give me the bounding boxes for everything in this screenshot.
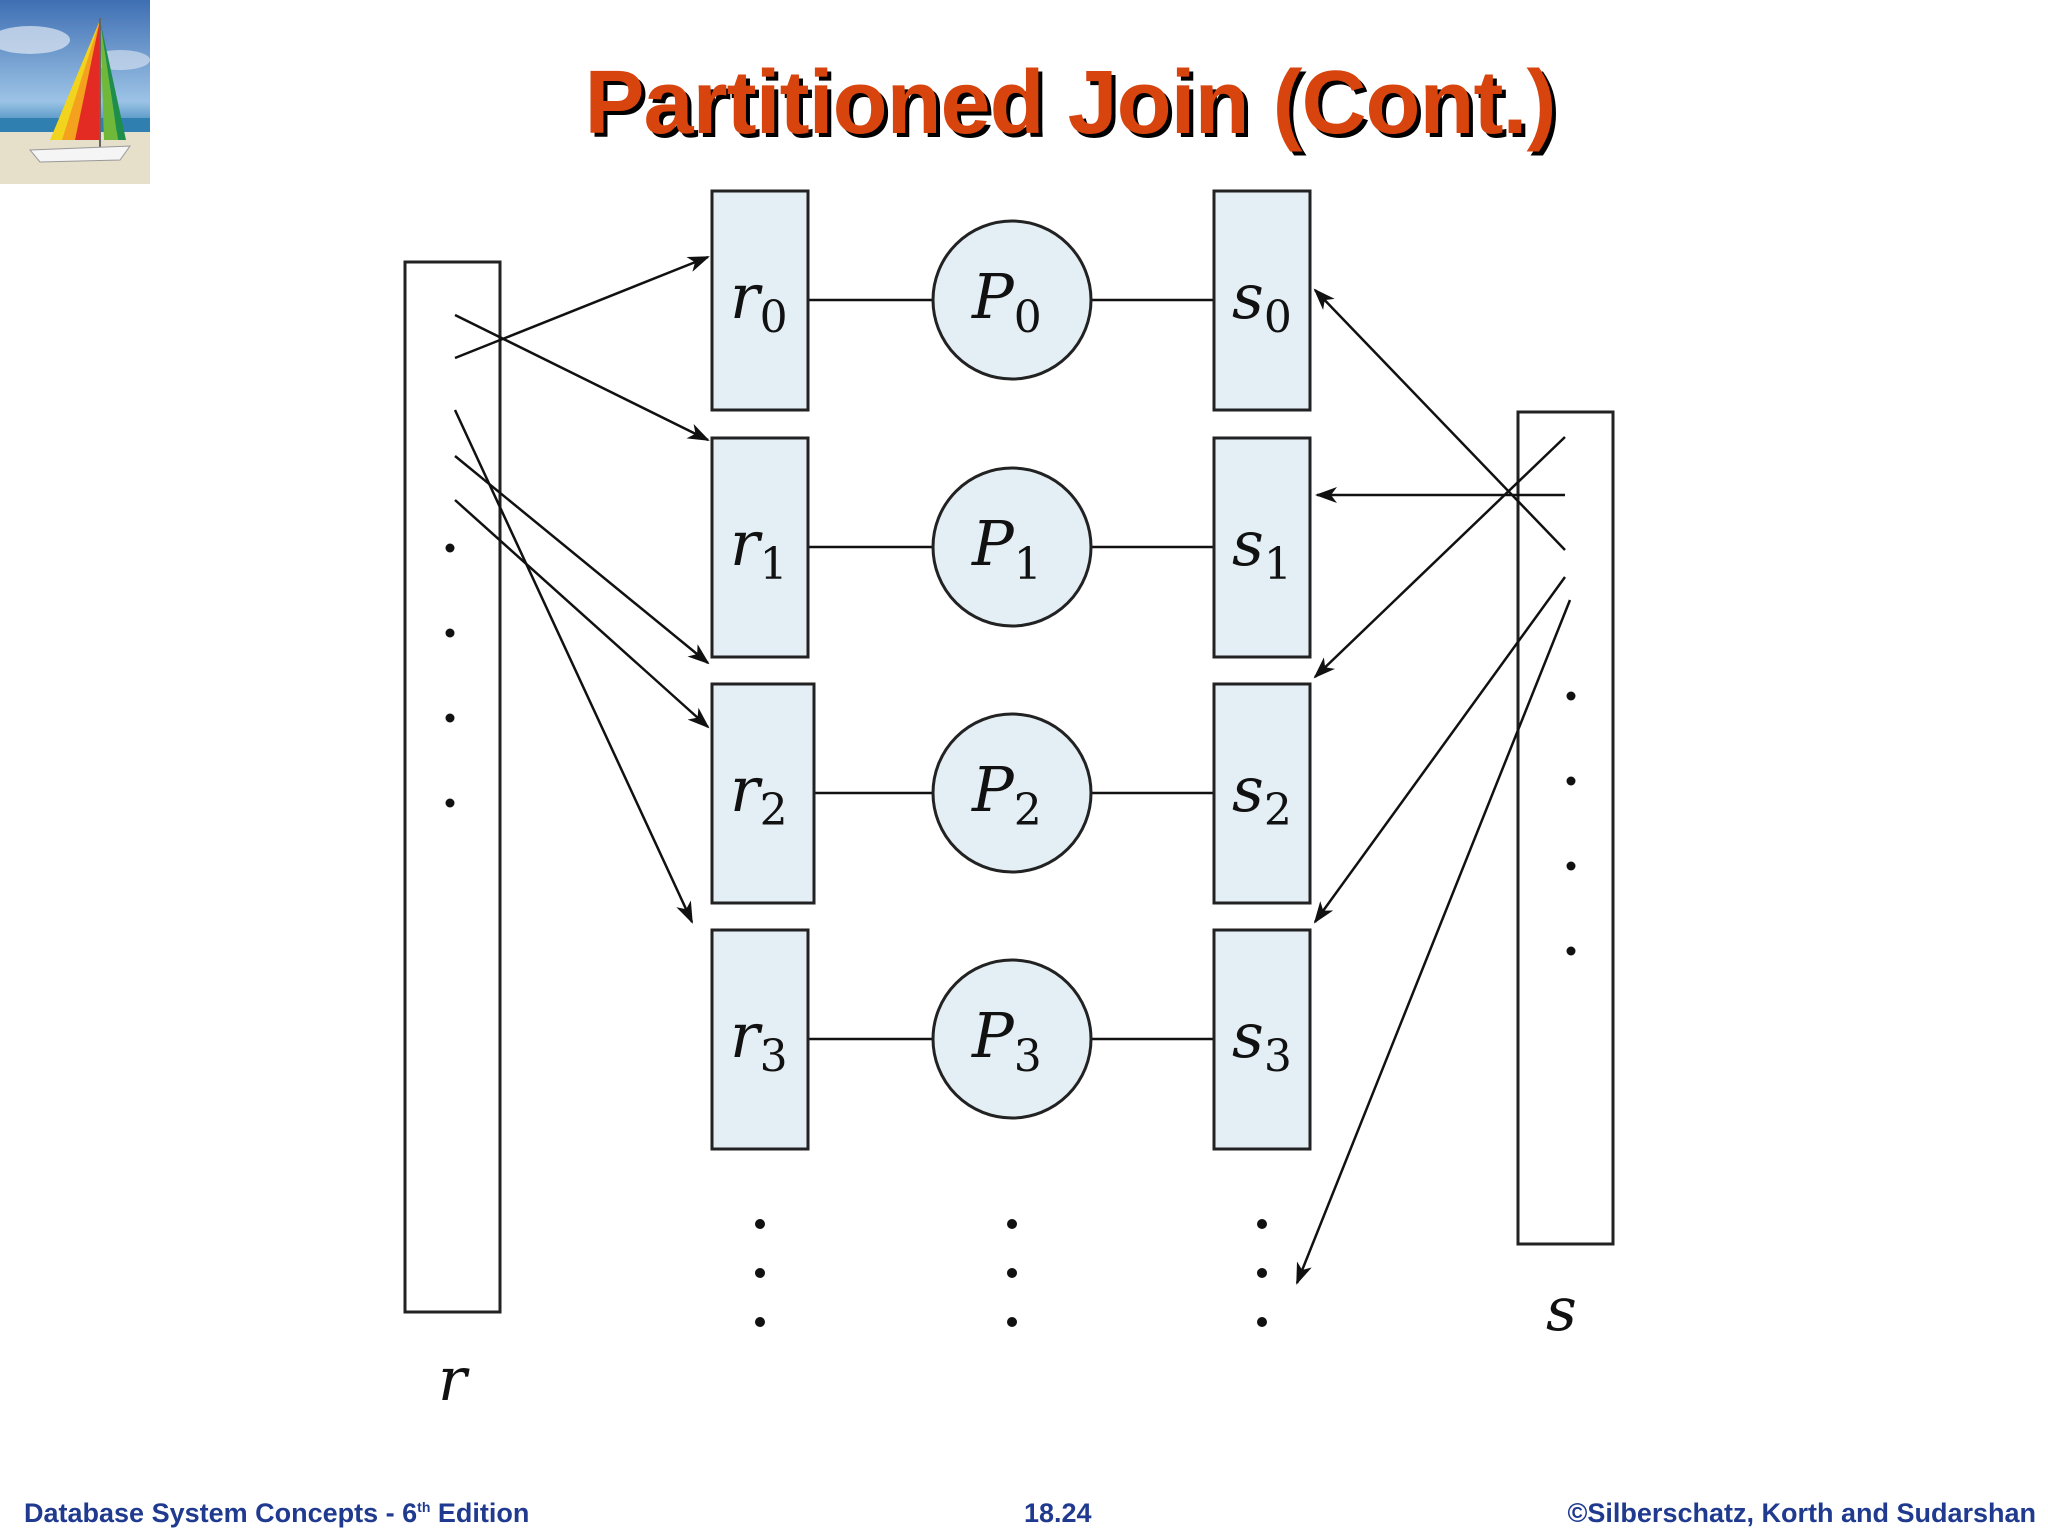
partition-r2-label: r2 [730, 753, 788, 836]
s-partition-arrows [1295, 288, 1572, 1285]
partition-r1-label: r1 [730, 507, 788, 590]
relation-r-box [403, 260, 502, 1314]
partition-s0-label: s0 [1232, 260, 1292, 343]
partition-r2-box [710, 682, 816, 905]
partition-r1-box [710, 436, 810, 659]
relation-r-label: r [438, 1345, 470, 1415]
processor-p1-label: P1 [971, 507, 1042, 590]
relation-s-label: s [1546, 1275, 1577, 1345]
partition-s3-box [1212, 928, 1312, 1151]
relation-s-dots [1566, 691, 1576, 956]
partition-r0-label: r0 [730, 260, 788, 343]
partition-s3-label: s3 [1232, 999, 1292, 1082]
footer-page-number: 18.24 [1024, 1498, 1092, 1528]
processor-p3-circle [931, 958, 1093, 1120]
partition-s1-label: s1 [1232, 507, 1292, 590]
relation-r-dots [445, 543, 455, 808]
partition-s0-box [1212, 189, 1312, 412]
partition-r3-box [710, 928, 810, 1151]
footer-copyright: ©Silberschatz, Korth and Sudarshan [1567, 1498, 2036, 1528]
continuation-dots [755, 1219, 1267, 1327]
processor-p1-circle [931, 466, 1093, 628]
partition-r0-box [710, 189, 810, 412]
partition-s1-box [1212, 436, 1312, 659]
processor-p0-label: P0 [971, 260, 1042, 343]
partition-s2-label: s2 [1232, 753, 1292, 836]
relation-s-box [1516, 410, 1615, 1246]
slide-title: Partitioned Join (Cont.) [584, 53, 1557, 153]
r-partition-arrows [453, 255, 710, 924]
footer-book-title: Database System Concepts - 6th Edition [24, 1498, 530, 1528]
partition-s2-box [1212, 682, 1312, 905]
processor-p3-label: P3 [971, 999, 1042, 1082]
partition-r3-label: r3 [730, 999, 788, 1082]
sailboat-logo-icon [0, 0, 150, 184]
processor-p2-label: P2 [971, 753, 1042, 836]
processor-p2-circle [931, 712, 1093, 874]
processor-p0-circle [931, 219, 1093, 381]
